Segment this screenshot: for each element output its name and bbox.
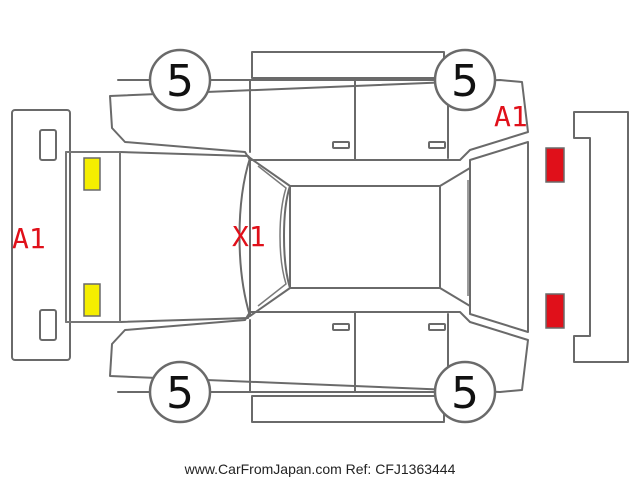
mark-roof: X1 (232, 220, 266, 253)
left-side-body (109, 79, 529, 161)
top-view-body (65, 141, 529, 333)
front-lamp-left (83, 157, 101, 191)
top-side-rail (251, 51, 445, 79)
tire-rear-right: 5 (433, 360, 497, 424)
tire-front-left-grade: 5 (166, 56, 194, 107)
right-side-body (109, 311, 529, 393)
tire-front-left: 5 (148, 48, 212, 112)
tire-rear-left-grade: 5 (451, 56, 479, 107)
footer-reference: www.CarFromJapan.com Ref: CFJ1363444 (184, 461, 456, 477)
bottom-side-rail (251, 395, 445, 423)
mark-front-bumper: A1 (12, 222, 46, 255)
front-bumper (11, 109, 71, 361)
rear-lamp-right (545, 293, 565, 329)
tire-front-right-grade: 5 (166, 368, 194, 419)
front-lamp-right (83, 283, 101, 317)
tire-rear-left: 5 (433, 48, 497, 112)
rear-bumper (573, 111, 629, 363)
mark-rear-bumper: A1 (494, 100, 528, 133)
tire-front-right: 5 (148, 360, 212, 424)
tire-rear-right-grade: 5 (451, 368, 479, 419)
rear-lamp-left (545, 147, 565, 183)
